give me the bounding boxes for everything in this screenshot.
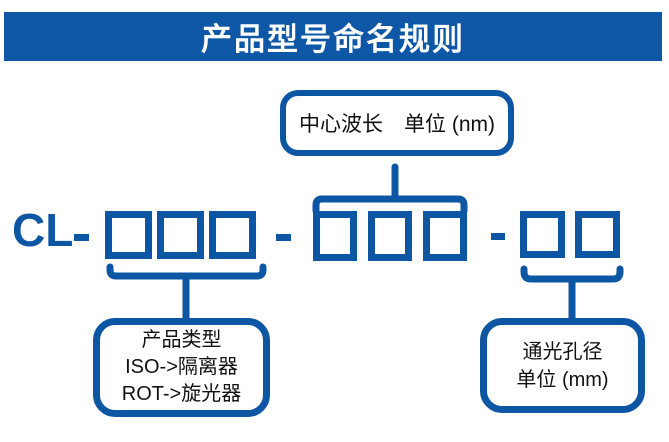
callout-clear-aperture-line: 单位 (mm) <box>516 368 609 391</box>
callout-center-wavelength: 中心波长 单位 (nm) <box>280 90 514 156</box>
separator-dash <box>276 234 291 241</box>
callout-clear-aperture-line: 通光孔径 <box>522 340 603 363</box>
title-banner: 产品型号命名规则 <box>4 12 662 61</box>
digit-box <box>313 211 357 261</box>
digit-group-product-type <box>105 211 256 259</box>
bracket-center-wavelength <box>312 195 468 215</box>
digit-box <box>423 211 467 261</box>
callout-center-wavelength-text: 中心波长 单位 (nm) <box>299 113 495 136</box>
digit-box <box>209 211 256 259</box>
separator-dash <box>491 233 505 240</box>
model-prefix-label: CL <box>12 204 74 256</box>
callout-product-type-line: ISO->隔离器 <box>125 356 238 378</box>
callout-product-type: 产品类型 ISO->隔离器 ROT->旋光器 <box>93 318 270 417</box>
bracket-product-type <box>106 263 267 280</box>
digit-box <box>575 211 620 258</box>
digit-box <box>368 211 412 261</box>
digit-box <box>520 211 565 258</box>
digit-group-clear-aperture <box>520 211 620 258</box>
callout-product-type-line: ROT->旋光器 <box>121 383 242 405</box>
callout-product-type-line: 产品类型 <box>141 329 222 351</box>
digit-box <box>105 211 152 259</box>
callout-clear-aperture: 通光孔径 单位 (mm) <box>480 318 645 413</box>
bracket-clear-aperture <box>520 265 624 283</box>
separator-dash <box>74 234 89 241</box>
page-title: 产品型号命名规则 <box>201 22 465 57</box>
digit-box <box>157 211 204 259</box>
digit-group-center-wavelength <box>313 211 467 261</box>
